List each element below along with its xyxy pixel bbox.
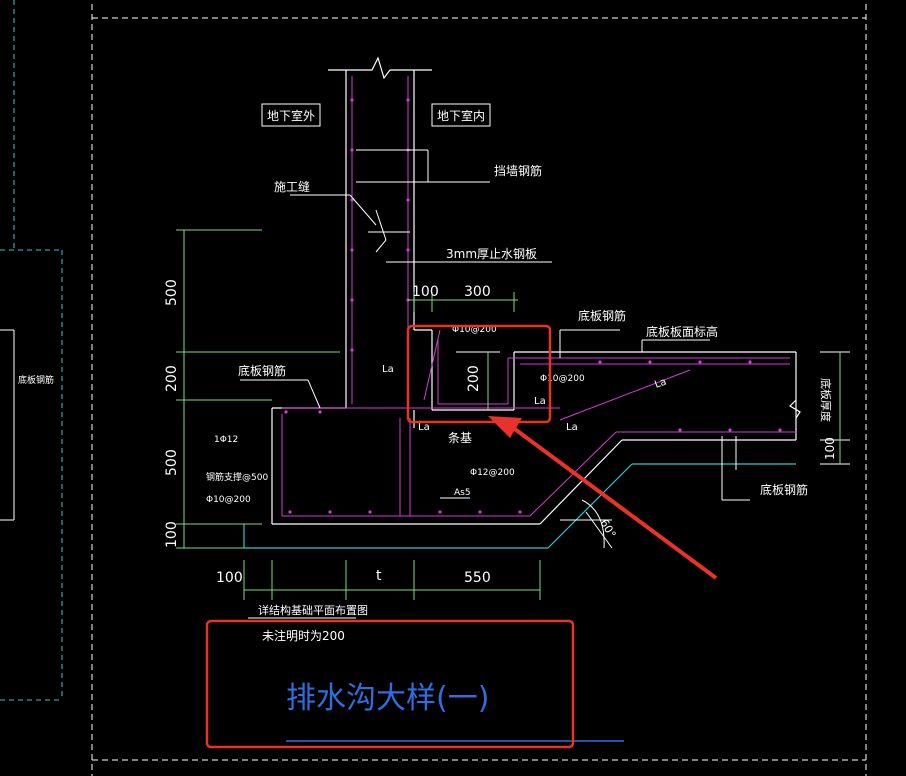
label-slab-rebar-top: 底板钢筋	[578, 308, 626, 323]
label-slab-thickness: 底板厚度	[819, 378, 833, 422]
left-panel-label: 底板钢筋	[18, 374, 54, 386]
label-la-3: La	[534, 396, 546, 407]
dim-v-200: 200	[164, 365, 180, 392]
dim-v-100-right: 100	[823, 437, 837, 460]
left-panel-box	[0, 329, 15, 521]
label-construction-joint: 施工缝	[274, 179, 310, 194]
dim-v-100-left: 100	[164, 521, 180, 548]
annotation-arrow	[488, 416, 718, 580]
outside-label-box	[261, 103, 321, 127]
label-as5: As5	[454, 488, 471, 498]
label-rebar-phi12: Φ12@200	[470, 468, 515, 478]
label-rebar-phi10-left: Φ10@200	[206, 495, 251, 505]
label-la-4: La	[566, 422, 578, 433]
note-1: 详结构基础平面布置图	[258, 603, 368, 617]
label-rebar-phi10-top: Φ10@200	[452, 325, 497, 335]
highlight-box-detail	[406, 324, 552, 424]
inside-label-box	[431, 103, 491, 127]
dimension-lines	[176, 229, 841, 600]
dimension-labels: 500 200 500 100 100 300 200 100 t 550 10…	[164, 279, 837, 586]
dim-v-500-top: 500	[164, 279, 180, 306]
note-2: 未注明时为200	[262, 628, 345, 643]
label-rebar-1phi12: 1Φ12	[214, 435, 238, 445]
label-underground-inside: 地下室内	[437, 108, 485, 123]
label-la-2: La	[418, 422, 430, 433]
highlight-box-title	[205, 619, 575, 749]
angle-arc	[581, 499, 605, 549]
label-la-1: La	[382, 364, 394, 375]
label-slab-rebar-left: 底板钢筋	[238, 363, 286, 378]
label-retaining-wall-rebar: 挡墙钢筋	[494, 163, 542, 178]
dim-h-t: t	[376, 568, 382, 584]
drawing-frame	[91, 4, 867, 776]
drawing-labels: 地下室外 地下室内 挡墙钢筋 施工缝 3mm厚止水钢板 底板钢筋 底板板面标高 …	[206, 108, 833, 643]
label-underground-outside: 地下室外	[267, 108, 315, 123]
dim-inner-200: 200	[466, 365, 482, 392]
label-slab-rebar-bottom: 底板钢筋	[760, 482, 808, 497]
label-rebar-stirrup: 钢筋支撑@500	[206, 471, 268, 483]
slab-bottom-cyan	[243, 463, 796, 549]
label-la-5: La	[653, 376, 668, 390]
label-strip-footing: 条基	[448, 431, 472, 445]
leader-lines	[240, 149, 850, 619]
dim-h-100-top: 100	[412, 284, 439, 300]
rebar-dots	[284, 98, 782, 514]
label-slab-top-elevation: 底板板面标高	[646, 324, 718, 339]
label-rebar-phi10-mid: Φ10@200	[540, 374, 585, 384]
dim-h-100-bottom: 100	[216, 570, 243, 586]
drawing-title: 排水沟大样(一)	[286, 681, 489, 716]
label-water-stop: 3mm厚止水钢板	[446, 247, 537, 261]
dim-v-500-bottom: 500	[164, 449, 180, 476]
dim-h-550: 550	[464, 570, 491, 586]
left-panel	[0, 0, 63, 701]
dim-h-300: 300	[464, 284, 491, 300]
